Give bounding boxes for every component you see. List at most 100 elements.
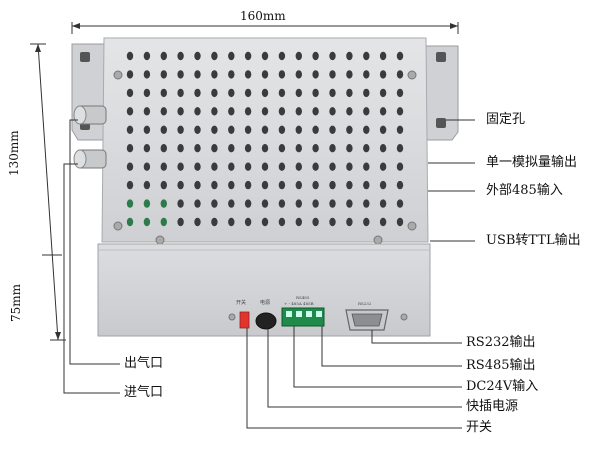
vent-hole <box>329 107 336 116</box>
vent-hole <box>244 180 252 190</box>
vent-hole <box>379 217 387 227</box>
vent-hole <box>312 70 319 79</box>
panel-mark-db9: RS232 <box>358 301 372 306</box>
vent-hole <box>295 199 302 208</box>
vent-hole <box>261 144 269 153</box>
vent-hole <box>346 199 353 208</box>
vent-hole <box>396 88 404 98</box>
vent-hole <box>396 144 404 153</box>
vent-hole <box>160 144 167 153</box>
vent-hole <box>396 162 404 171</box>
vent-hole <box>312 180 319 190</box>
vent-hole <box>379 107 387 116</box>
vent-hole <box>363 125 370 134</box>
vent-hole <box>329 51 336 61</box>
callout-rs485-input: 外部485输入 <box>486 183 563 198</box>
vent-hole <box>312 51 319 61</box>
vent-hole <box>261 217 269 227</box>
panel-mark-terminal: + - 485A 485B <box>284 301 314 306</box>
vent-hole <box>177 217 184 227</box>
vent-hole <box>363 180 370 190</box>
vent-hole <box>143 144 151 153</box>
vent-hole <box>295 51 302 61</box>
vent-hole <box>379 88 387 98</box>
vent-hole <box>363 162 370 171</box>
vent-hole <box>177 107 184 116</box>
vent-hole <box>244 70 252 79</box>
vent-hole <box>244 199 252 208</box>
vent-hole <box>194 107 201 116</box>
vent-hole <box>379 51 387 61</box>
vent-hole <box>160 125 167 134</box>
vent-hole <box>278 144 286 153</box>
vent-hole <box>295 180 302 190</box>
vent-hole <box>396 125 404 134</box>
vent-hole <box>295 88 302 98</box>
vent-hole <box>312 107 319 116</box>
callout-mount-hole: 固定孔 <box>486 112 526 127</box>
leader-rs485-out <box>321 326 462 367</box>
power-switch <box>239 311 250 329</box>
vent-holes <box>126 51 404 227</box>
vent-hole <box>211 180 218 190</box>
vent-hole <box>295 217 302 227</box>
vent-hole <box>194 125 201 134</box>
vent-hole <box>278 180 286 190</box>
callout-quick-power: 快插电源 <box>466 399 519 414</box>
leader-rs232 <box>371 330 462 344</box>
vent-hole <box>329 180 336 190</box>
height-top-dimension-label: 130mm <box>7 130 21 176</box>
vent-hole <box>329 199 336 208</box>
vent-hole <box>379 125 387 134</box>
vent-hole <box>160 199 167 208</box>
vent-hole <box>379 199 387 208</box>
vent-hole <box>228 162 235 171</box>
vent-hole <box>244 162 252 171</box>
vent-hole <box>177 162 184 171</box>
vent-hole <box>160 107 167 116</box>
vent-hole <box>211 217 218 227</box>
vent-hole <box>211 199 218 208</box>
vent-hole <box>126 125 134 134</box>
panel-mark-terminal-top: RS485 <box>296 295 310 300</box>
vent-hole <box>126 199 134 208</box>
vent-hole <box>228 144 235 153</box>
vent-hole <box>363 51 370 61</box>
vent-hole <box>363 199 370 208</box>
vent-hole <box>295 162 302 171</box>
vent-hole <box>211 144 218 153</box>
bracket-left-hole <box>80 52 90 62</box>
vent-hole <box>278 199 286 208</box>
vent-hole <box>278 125 286 134</box>
vent-hole <box>228 70 235 79</box>
vent-hole <box>143 51 151 61</box>
vent-hole <box>228 51 235 61</box>
width-dimension-label: 160mm <box>240 9 286 23</box>
vent-hole <box>346 144 353 153</box>
vent-hole <box>312 217 319 227</box>
vent-hole <box>228 199 235 208</box>
vent-hole <box>278 217 286 227</box>
vent-hole <box>312 199 319 208</box>
vent-hole <box>126 144 134 153</box>
vent-hole <box>194 217 201 227</box>
vent-hole <box>346 180 353 190</box>
width-arrow-left <box>72 23 80 29</box>
vent-hole <box>261 70 269 79</box>
vent-hole <box>228 107 235 116</box>
vent-hole <box>261 199 269 208</box>
bracket-right-hole <box>436 52 446 62</box>
vent-hole <box>396 199 404 208</box>
vent-hole <box>363 144 370 153</box>
leader-air-inlet <box>63 163 120 394</box>
vent-hole <box>194 51 201 61</box>
vent-hole <box>126 107 134 116</box>
vent-hole <box>244 144 252 153</box>
vent-hole <box>143 125 151 134</box>
vent-hole <box>244 125 252 134</box>
leader-quick-power <box>267 329 462 408</box>
vent-hole <box>228 180 235 190</box>
vent-hole <box>160 51 167 61</box>
